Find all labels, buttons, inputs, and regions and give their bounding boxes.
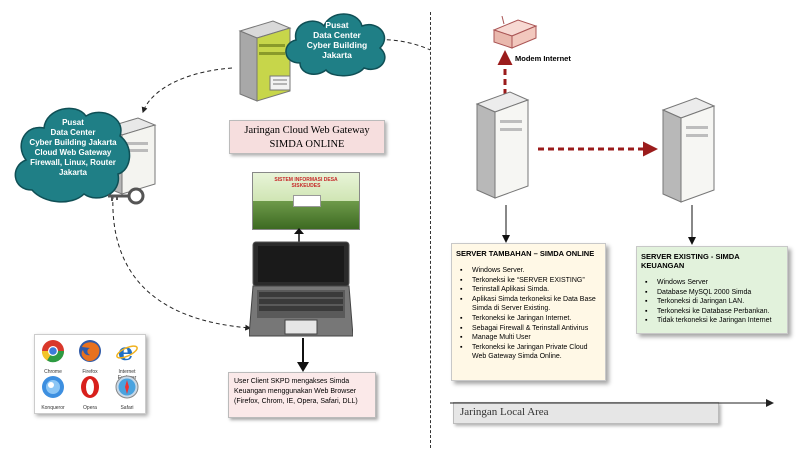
- server-existing-title: SERVER EXISTING - SIMDA KEUANGAN: [641, 252, 740, 270]
- list-item: Windows Server.: [456, 266, 601, 276]
- cloud-left-line-2: Data Center: [50, 128, 96, 137]
- web-thumb-sub: SISKEUDES: [291, 183, 321, 189]
- cloud-shape: [14, 107, 131, 203]
- safari-icon: [115, 375, 139, 399]
- browser-label: Safari: [120, 405, 134, 411]
- browser-label: Chrome: [44, 369, 62, 375]
- link-top-server-to-left-server: [141, 67, 233, 114]
- list-item: Aplikasi Simda terkoneksi ke Data Base S…: [456, 295, 601, 314]
- cloud-top-line-1: Pusat: [325, 20, 349, 30]
- server-tambahan-title: SERVER TAMBAHAN – SIMDA ONLINE: [456, 249, 595, 258]
- link-left-server-to-laptop: [112, 194, 252, 331]
- section-divider: [430, 12, 431, 448]
- cloud-left-line-3: Cyber Building Jakarta: [29, 138, 117, 147]
- lan-label-box: Jaringan Local Area: [453, 402, 719, 424]
- list-item: Terkoneksi di Jaringan LAN.: [641, 297, 783, 307]
- list-item: Terkoneksi ke Jaringan Internet.: [456, 314, 601, 324]
- list-item: Windows Server: [641, 278, 783, 288]
- key-icon: [108, 187, 145, 205]
- browser-label: Konqueror: [41, 405, 65, 411]
- cloud-left-line-1: Pusat: [62, 118, 84, 127]
- cloud-shape: [285, 13, 386, 77]
- laptop-icon: [249, 241, 353, 337]
- lan-arrow: [450, 399, 774, 407]
- internet-explorer-icon: e: [116, 337, 138, 366]
- server-icon: [238, 20, 292, 102]
- left-data-center: Pusat Data Center Cyber Building Jakarta…: [10, 100, 170, 220]
- list-item: Sebagai Firewall & Terinstall Antivirus: [456, 324, 601, 334]
- firefox-icon: [79, 340, 101, 362]
- arrow-existing-to-panel: [688, 205, 696, 245]
- server-existing-list: Windows Server Database MySQL 2000 Simda…: [641, 278, 783, 326]
- server-tambahan-list: Windows Server. Terkoneksi ke “SERVER EX…: [456, 266, 601, 362]
- lan-label: Jaringan Local Area: [460, 406, 549, 418]
- title-line-2: SIMDA ONLINE: [269, 139, 345, 150]
- server-tambahan-panel: SERVER TAMBAHAN – SIMDA ONLINE Windows S…: [451, 243, 606, 381]
- diagram-title-box: Jaringan Cloud Web Gateway SIMDA ONLINE: [229, 120, 385, 154]
- web-app-screenshot: SISTEM INFORMASI DESA SISKEUDES: [252, 172, 360, 230]
- browser-opera: Opera: [72, 375, 108, 411]
- cloud-top-line-2: Data Center: [313, 30, 361, 40]
- chrome-icon: [41, 340, 65, 363]
- cloud-top-line-4: Jakarta: [322, 50, 352, 60]
- server-existing-icon: [661, 97, 716, 203]
- cloud-left-line-6: Jakarta: [58, 168, 88, 177]
- list-item: Terkoneksi ke Jaringan Private Cloud Web…: [456, 343, 601, 362]
- client-description-text: User Client SKPD mengakses Simda Keuanga…: [234, 378, 358, 405]
- list-item: Tidak terkoneksi ke Jaringan Internet: [641, 316, 783, 326]
- browser-konqueror: Konqueror: [35, 375, 71, 411]
- browser-chrome: Chrome: [35, 339, 71, 375]
- server-tambahan-icon: [475, 91, 530, 199]
- svg-text:e: e: [118, 339, 133, 363]
- list-item: Database MySQL 2000 Simda: [641, 288, 783, 298]
- browser-icons-panel: Chrome Firefox e Internet Explorer Konqu…: [34, 334, 146, 414]
- cloud-top-line-3: Cyber Building: [306, 40, 368, 50]
- list-item: Manage Multi User: [456, 333, 601, 343]
- browser-label: Opera: [83, 405, 97, 411]
- red-links: [497, 50, 658, 157]
- modem-label: Modem Internet: [515, 54, 571, 63]
- arrow-laptop-to-client: [297, 338, 309, 372]
- modem-icon: [492, 16, 538, 49]
- list-item: Terkoneksi ke Database Perbankan.: [641, 307, 783, 317]
- top-data-center: Pusat Data Center Cyber Building Jakarta: [230, 8, 390, 103]
- arrow-tambahan-to-panel: [502, 205, 510, 243]
- cloud-left-line-4: Cloud Web Gateway: [34, 148, 112, 157]
- title-line-1: Jaringan Cloud Web Gateway: [244, 125, 370, 136]
- browser-firefox: Firefox: [72, 339, 108, 375]
- list-item: Terinstall Aplikasi Simda.: [456, 285, 601, 295]
- server-existing-panel: SERVER EXISTING - SIMDA KEUANGAN Windows…: [636, 246, 788, 334]
- web-thumb-header: SISTEM INFORMASI DESA: [274, 177, 338, 183]
- konqueror-icon: [42, 376, 64, 398]
- cloud-left-line-5: Firewall, Linux, Router: [30, 158, 116, 167]
- browser-label: Firefox: [82, 369, 98, 375]
- browser-safari: Safari: [109, 375, 145, 411]
- client-description-box: User Client SKPD mengakses Simda Keuanga…: [228, 372, 376, 418]
- opera-icon: [81, 376, 99, 398]
- list-item: Terkoneksi ke “SERVER EXISTING”: [456, 276, 601, 286]
